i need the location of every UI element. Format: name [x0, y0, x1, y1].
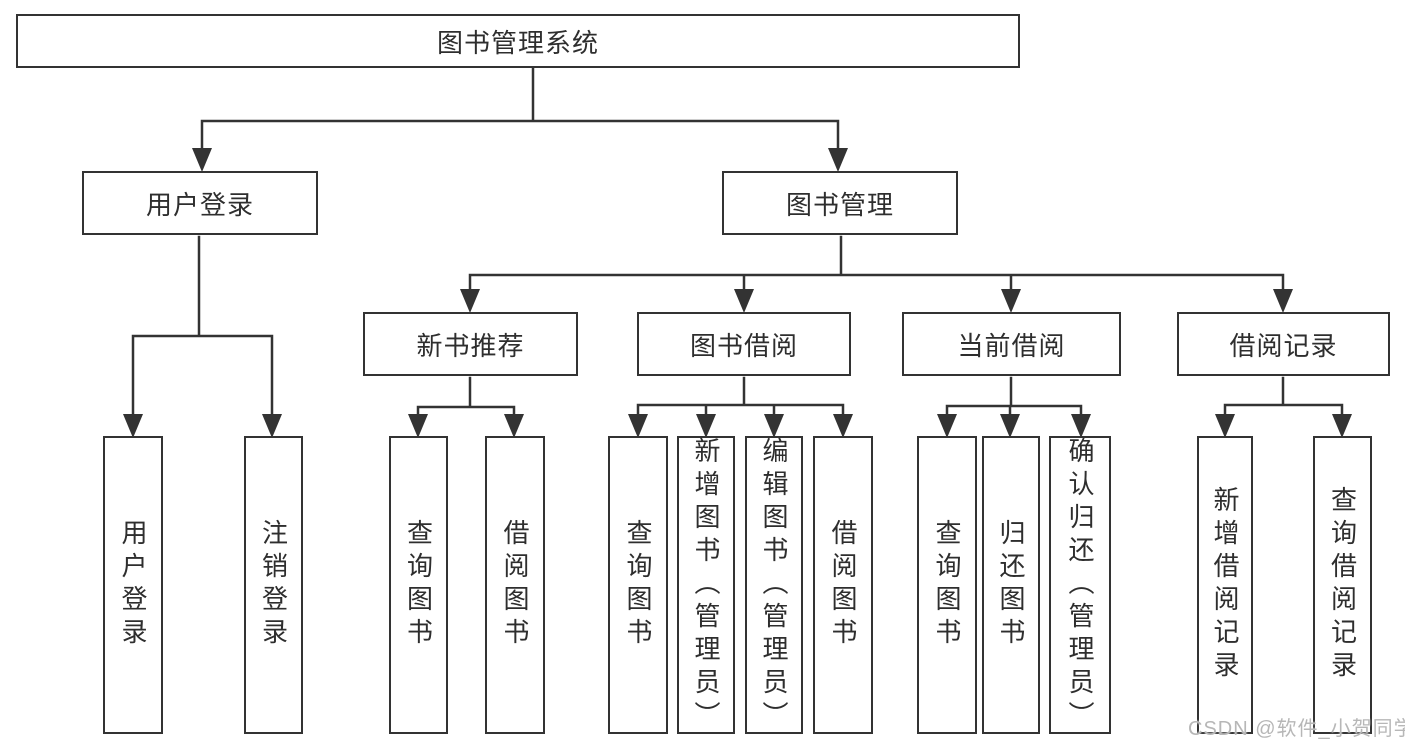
watermark: CSDN @软件_小贺同学 — [1188, 718, 1405, 740]
connector-current-borrow-to-children — [937, 376, 1091, 438]
node-root: 图书管理系统 — [16, 14, 1020, 68]
node-new-book-recommend: 新书推荐 — [363, 312, 578, 376]
arrowhead — [1000, 414, 1020, 438]
leaf-add-books-admin-label: 新增图书（管理员） — [691, 436, 721, 734]
leaf-logout-label: 注销登录 — [258, 519, 289, 651]
connector-borrow-records-to-children — [1215, 376, 1352, 438]
leaf-return-books-label: 归还图书 — [996, 519, 1026, 651]
arrowhead — [628, 414, 648, 438]
node-user-login-label: 用户登录 — [145, 189, 254, 220]
arrowhead — [262, 414, 282, 438]
connector-new-book-recommend-to-children — [408, 376, 524, 438]
node-current-borrow-label: 当前借阅 — [957, 330, 1066, 361]
node-borrow-records: 借阅记录 — [1177, 312, 1390, 376]
node-book-management-label: 图书管理 — [785, 189, 894, 220]
arrowhead — [833, 414, 853, 438]
node-book-management: 图书管理 — [722, 171, 958, 235]
leaf-add-borrow-record: 新增借阅记录 — [1197, 436, 1253, 734]
node-root-label: 图书管理系统 — [436, 27, 599, 58]
connector-book-borrow-to-children — [628, 376, 853, 438]
arrowhead — [734, 289, 754, 313]
connector-book-management-to-groups — [460, 235, 1293, 313]
arrowhead — [1001, 289, 1021, 313]
leaf-return-books: 归还图书 — [982, 436, 1040, 734]
arrowhead — [1273, 289, 1293, 313]
leaf-edit-books-admin-label: 编辑图书（管理员） — [759, 436, 789, 734]
leaf-logout: 注销登录 — [244, 436, 303, 734]
leaf-borrow-books-label: 借阅图书 — [828, 519, 858, 651]
arrowhead — [764, 414, 784, 438]
node-current-borrow: 当前借阅 — [902, 312, 1121, 376]
connector-root-to-level2 — [192, 66, 848, 172]
leaf-recommend-query-books-label: 查询图书 — [403, 519, 434, 651]
leaf-confirm-return-admin: 确认归还（管理员） — [1049, 436, 1111, 734]
leaf-current-query-books: 查询图书 — [917, 436, 977, 734]
leaf-add-books-admin: 新增图书（管理员） — [677, 436, 735, 734]
leaf-current-query-books-label: 查询图书 — [932, 519, 962, 651]
arrowhead — [1332, 414, 1352, 438]
arrowhead — [123, 414, 143, 438]
leaf-borrow-query-books-label: 查询图书 — [623, 519, 653, 651]
node-user-login: 用户登录 — [82, 171, 318, 235]
leaf-user-login: 用户登录 — [103, 436, 163, 734]
arrowhead — [1071, 414, 1091, 438]
arrowhead — [192, 148, 212, 172]
arrowhead — [408, 414, 428, 438]
leaf-add-borrow-record-label: 新增借阅记录 — [1210, 486, 1240, 684]
leaf-recommend-borrow-books-label: 借阅图书 — [500, 519, 530, 651]
leaf-borrow-books: 借阅图书 — [813, 436, 873, 734]
arrowhead — [828, 148, 848, 172]
leaf-borrow-query-books: 查询图书 — [608, 436, 668, 734]
arrowhead — [937, 414, 957, 438]
node-book-borrow-label: 图书借阅 — [689, 330, 798, 361]
leaf-query-borrow-record: 查询借阅记录 — [1313, 436, 1372, 734]
arrowhead — [1215, 414, 1235, 438]
leaf-confirm-return-admin-label: 确认归还（管理员） — [1065, 436, 1095, 734]
arrowhead — [460, 289, 480, 313]
node-new-book-recommend-label: 新书推荐 — [416, 330, 525, 361]
leaf-recommend-borrow-books: 借阅图书 — [485, 436, 545, 734]
leaf-edit-books-admin: 编辑图书（管理员） — [745, 436, 803, 734]
node-book-borrow: 图书借阅 — [637, 312, 851, 376]
node-borrow-records-label: 借阅记录 — [1229, 330, 1338, 361]
leaf-user-login-label: 用户登录 — [118, 519, 148, 651]
arrowhead — [696, 414, 716, 438]
connector-user-login-to-children — [123, 235, 282, 438]
leaf-query-borrow-record-label: 查询借阅记录 — [1327, 486, 1358, 684]
arrowhead — [504, 414, 524, 438]
leaf-recommend-query-books: 查询图书 — [389, 436, 448, 734]
